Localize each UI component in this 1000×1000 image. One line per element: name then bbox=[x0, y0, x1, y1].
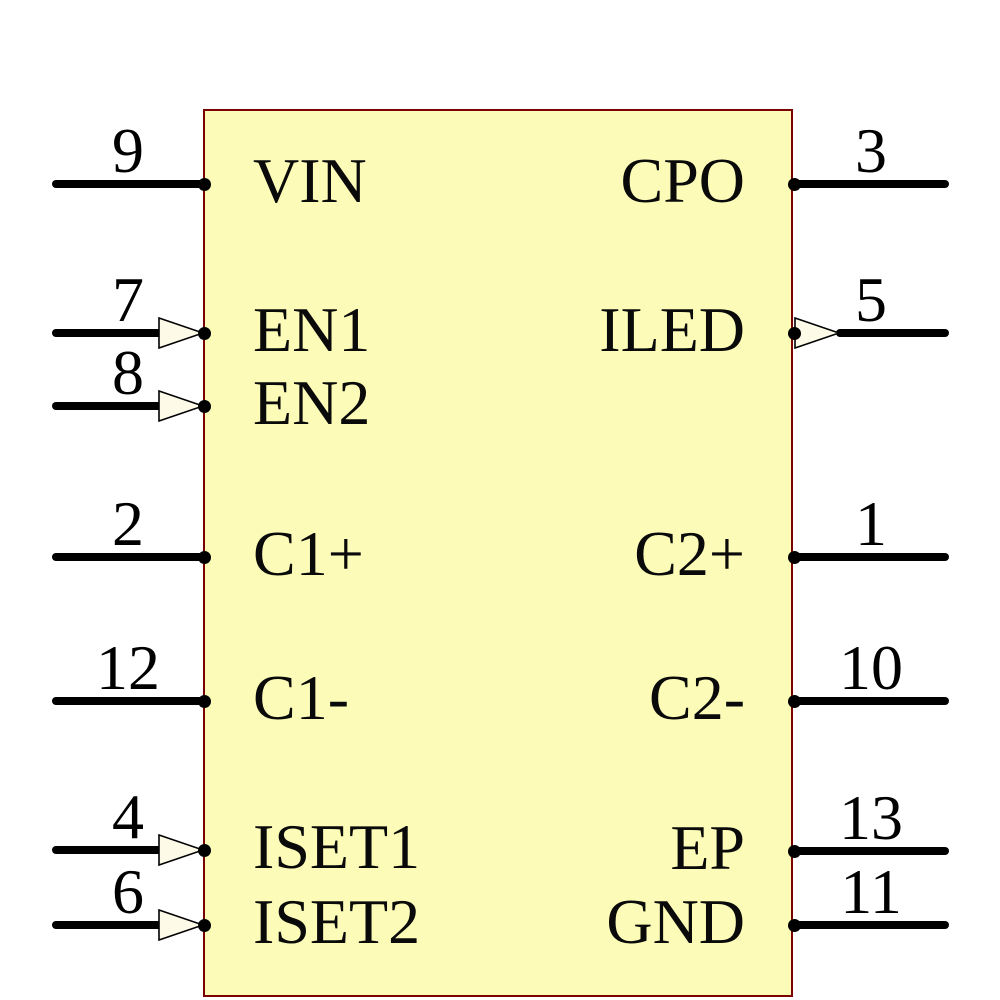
pin-8-number: 8 bbox=[112, 337, 144, 408]
pin-4-name-label: ISET1 bbox=[253, 811, 421, 882]
pin-1-number: 1 bbox=[855, 488, 887, 559]
pin-8-junction-dot bbox=[197, 399, 211, 413]
pin-7-input-arrow-icon bbox=[158, 317, 205, 349]
pin-9-number: 9 bbox=[112, 115, 144, 186]
pin-7-number: 7 bbox=[112, 264, 144, 335]
pin-12-wire bbox=[52, 697, 205, 705]
ic-body bbox=[203, 109, 793, 997]
pin-2-name-label: C1+ bbox=[253, 518, 364, 589]
pin-1-wire bbox=[794, 553, 949, 561]
pin-4-input-arrow-icon bbox=[158, 834, 205, 866]
pin-13-junction-dot bbox=[787, 844, 801, 858]
pin-1-junction-dot bbox=[787, 550, 801, 564]
pin-6-name-label: ISET2 bbox=[253, 886, 421, 957]
pin-12-name-label: C1- bbox=[253, 662, 349, 733]
pin-9-junction-dot bbox=[197, 177, 211, 191]
pin-1-name-label: C2+ bbox=[634, 518, 745, 589]
pin-11-wire bbox=[794, 921, 949, 929]
pin-9-wire bbox=[52, 180, 205, 188]
pin-10-name-label: C2- bbox=[649, 662, 745, 733]
pin-11-number: 11 bbox=[840, 856, 902, 927]
pin-7-junction-dot bbox=[197, 326, 211, 340]
pin-8-input-arrow-icon bbox=[158, 390, 205, 422]
pin-11-junction-dot bbox=[787, 918, 801, 932]
pin-13-wire bbox=[794, 847, 949, 855]
pin-12-junction-dot bbox=[197, 694, 211, 708]
pin-11-name-label: GND bbox=[606, 886, 745, 957]
pin-3-wire bbox=[794, 180, 949, 188]
pin-5-wire bbox=[836, 329, 949, 337]
pin-10-junction-dot bbox=[787, 694, 801, 708]
pin-4-junction-dot bbox=[197, 843, 211, 857]
pin-8-wire bbox=[52, 402, 166, 410]
pin-5-number: 5 bbox=[855, 264, 887, 335]
pin-4-number: 4 bbox=[112, 781, 144, 852]
pin-10-wire bbox=[794, 697, 949, 705]
pin-5-name-label: ILED bbox=[599, 294, 745, 365]
pin-4-wire bbox=[52, 846, 166, 854]
pin-5-junction-dot bbox=[787, 326, 801, 340]
pin-2-wire bbox=[52, 553, 205, 561]
pin-3-name-label: CPO bbox=[620, 145, 746, 216]
pin-7-name-label: EN1 bbox=[253, 294, 371, 365]
pin-7-wire bbox=[52, 329, 166, 337]
pin-10-number: 10 bbox=[839, 632, 903, 703]
pin-6-input-arrow-icon bbox=[158, 909, 205, 941]
pin-9-name-label: VIN bbox=[253, 145, 367, 216]
pin-13-number: 13 bbox=[839, 782, 903, 853]
pin-8-name-label: EN2 bbox=[253, 367, 371, 438]
pin-3-junction-dot bbox=[787, 177, 801, 191]
pin-3-number: 3 bbox=[855, 115, 887, 186]
pin-2-number: 2 bbox=[112, 488, 144, 559]
pin-13-name-label: EP bbox=[670, 812, 745, 883]
pin-6-number: 6 bbox=[112, 856, 144, 927]
pin-6-junction-dot bbox=[197, 918, 211, 932]
pin-2-junction-dot bbox=[197, 550, 211, 564]
pin-12-number: 12 bbox=[96, 632, 160, 703]
pin-6-wire bbox=[52, 921, 166, 929]
